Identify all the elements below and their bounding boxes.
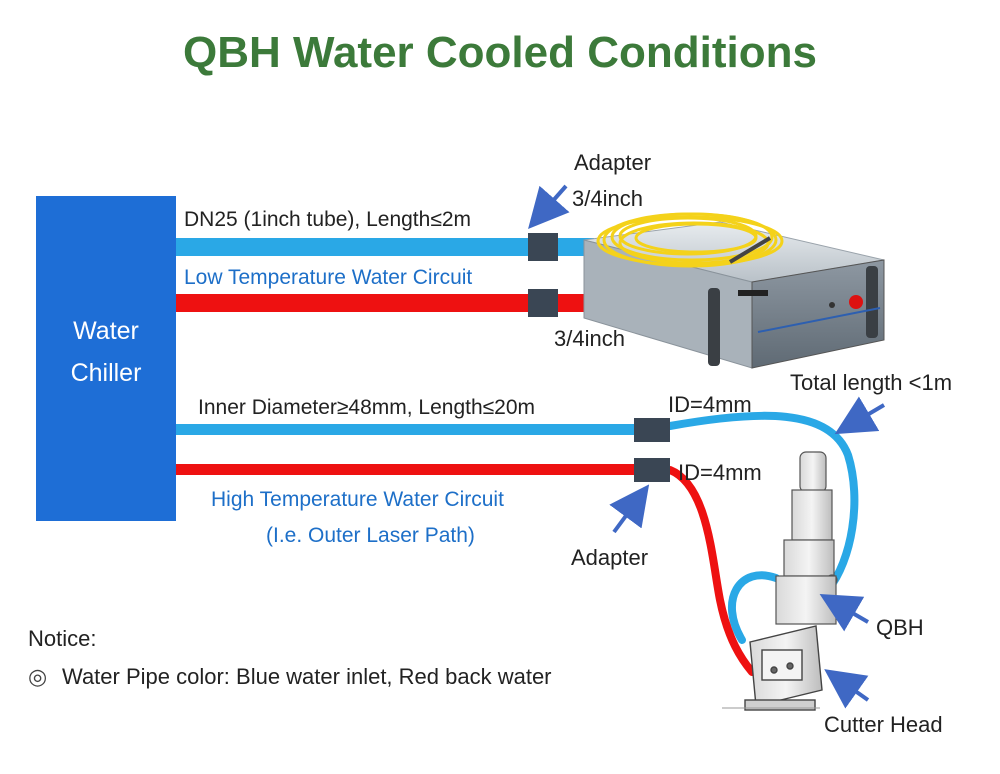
high-circuit-return-pipe [176,464,634,475]
low-circuit-pipe-spec: DN25 (1inch tube), Length≤2m [184,208,472,231]
high-return-id-label: ID=4mm [678,460,762,485]
low-adapter-pointer-arrow [528,184,570,229]
high-inlet-id-label: ID=4mm [668,392,752,417]
low-circuit-name: Low Temperature Water Circuit [184,266,473,289]
high-adapter-label: Adapter [571,545,649,570]
qbh-pointer-arrow [819,593,870,632]
laser-source-unit-icon [583,221,885,369]
water-chiller-label-line1: Water [73,317,139,345]
low-circuit-inlet-pipe [176,238,528,256]
return-hose-to-head [666,466,756,676]
low-return-adapter [528,289,558,317]
water-chiller-label: Water Chiller [36,310,176,394]
cutter-head-pointer-arrow [824,669,870,709]
cutter-head-icon [722,625,823,711]
total-length-label: Total length <1m [790,370,953,395]
high-circuit-inlet-pipe [176,424,634,435]
notice-heading: Notice: [28,626,97,651]
inlet-hose-loop [728,571,780,644]
high-return-adapter [634,458,670,482]
notice-text: Water Pipe color: Blue water inlet, Red … [62,664,552,689]
high-circuit-name-note: (I.e. Outer Laser Path) [266,524,475,547]
high-inlet-adapter [634,418,670,442]
cutter-head-label: Cutter Head [824,712,943,737]
water-chiller-label-line2: Chiller [70,359,142,387]
low-circuit-return-pipe [176,294,528,312]
low-adapter-size-top: 3/4inch [572,186,643,211]
notice-bullet-icon: ◎ [28,664,48,689]
diagram-title: QBH Water Cooled Conditions [183,28,817,77]
high-adapter-pointer-arrow [609,484,650,534]
high-circuit-pipe-spec: Inner Diameter≥48mm, Length≤20m [198,396,536,419]
fiber-coil-icon [596,212,784,268]
water-chiller-block [36,196,176,521]
low-inlet-adapter [528,233,558,261]
low-adapter-size-bottom: 3/4inch [554,326,625,351]
inlet-hose-to-qbh [666,411,859,594]
total-length-pointer-arrow [834,396,886,435]
qbh-label: QBH [876,615,924,640]
qbh-connector-icon [775,451,838,625]
high-circuit-name: High Temperature Water Circuit [211,488,504,511]
low-adapter-label: Adapter [574,150,652,175]
